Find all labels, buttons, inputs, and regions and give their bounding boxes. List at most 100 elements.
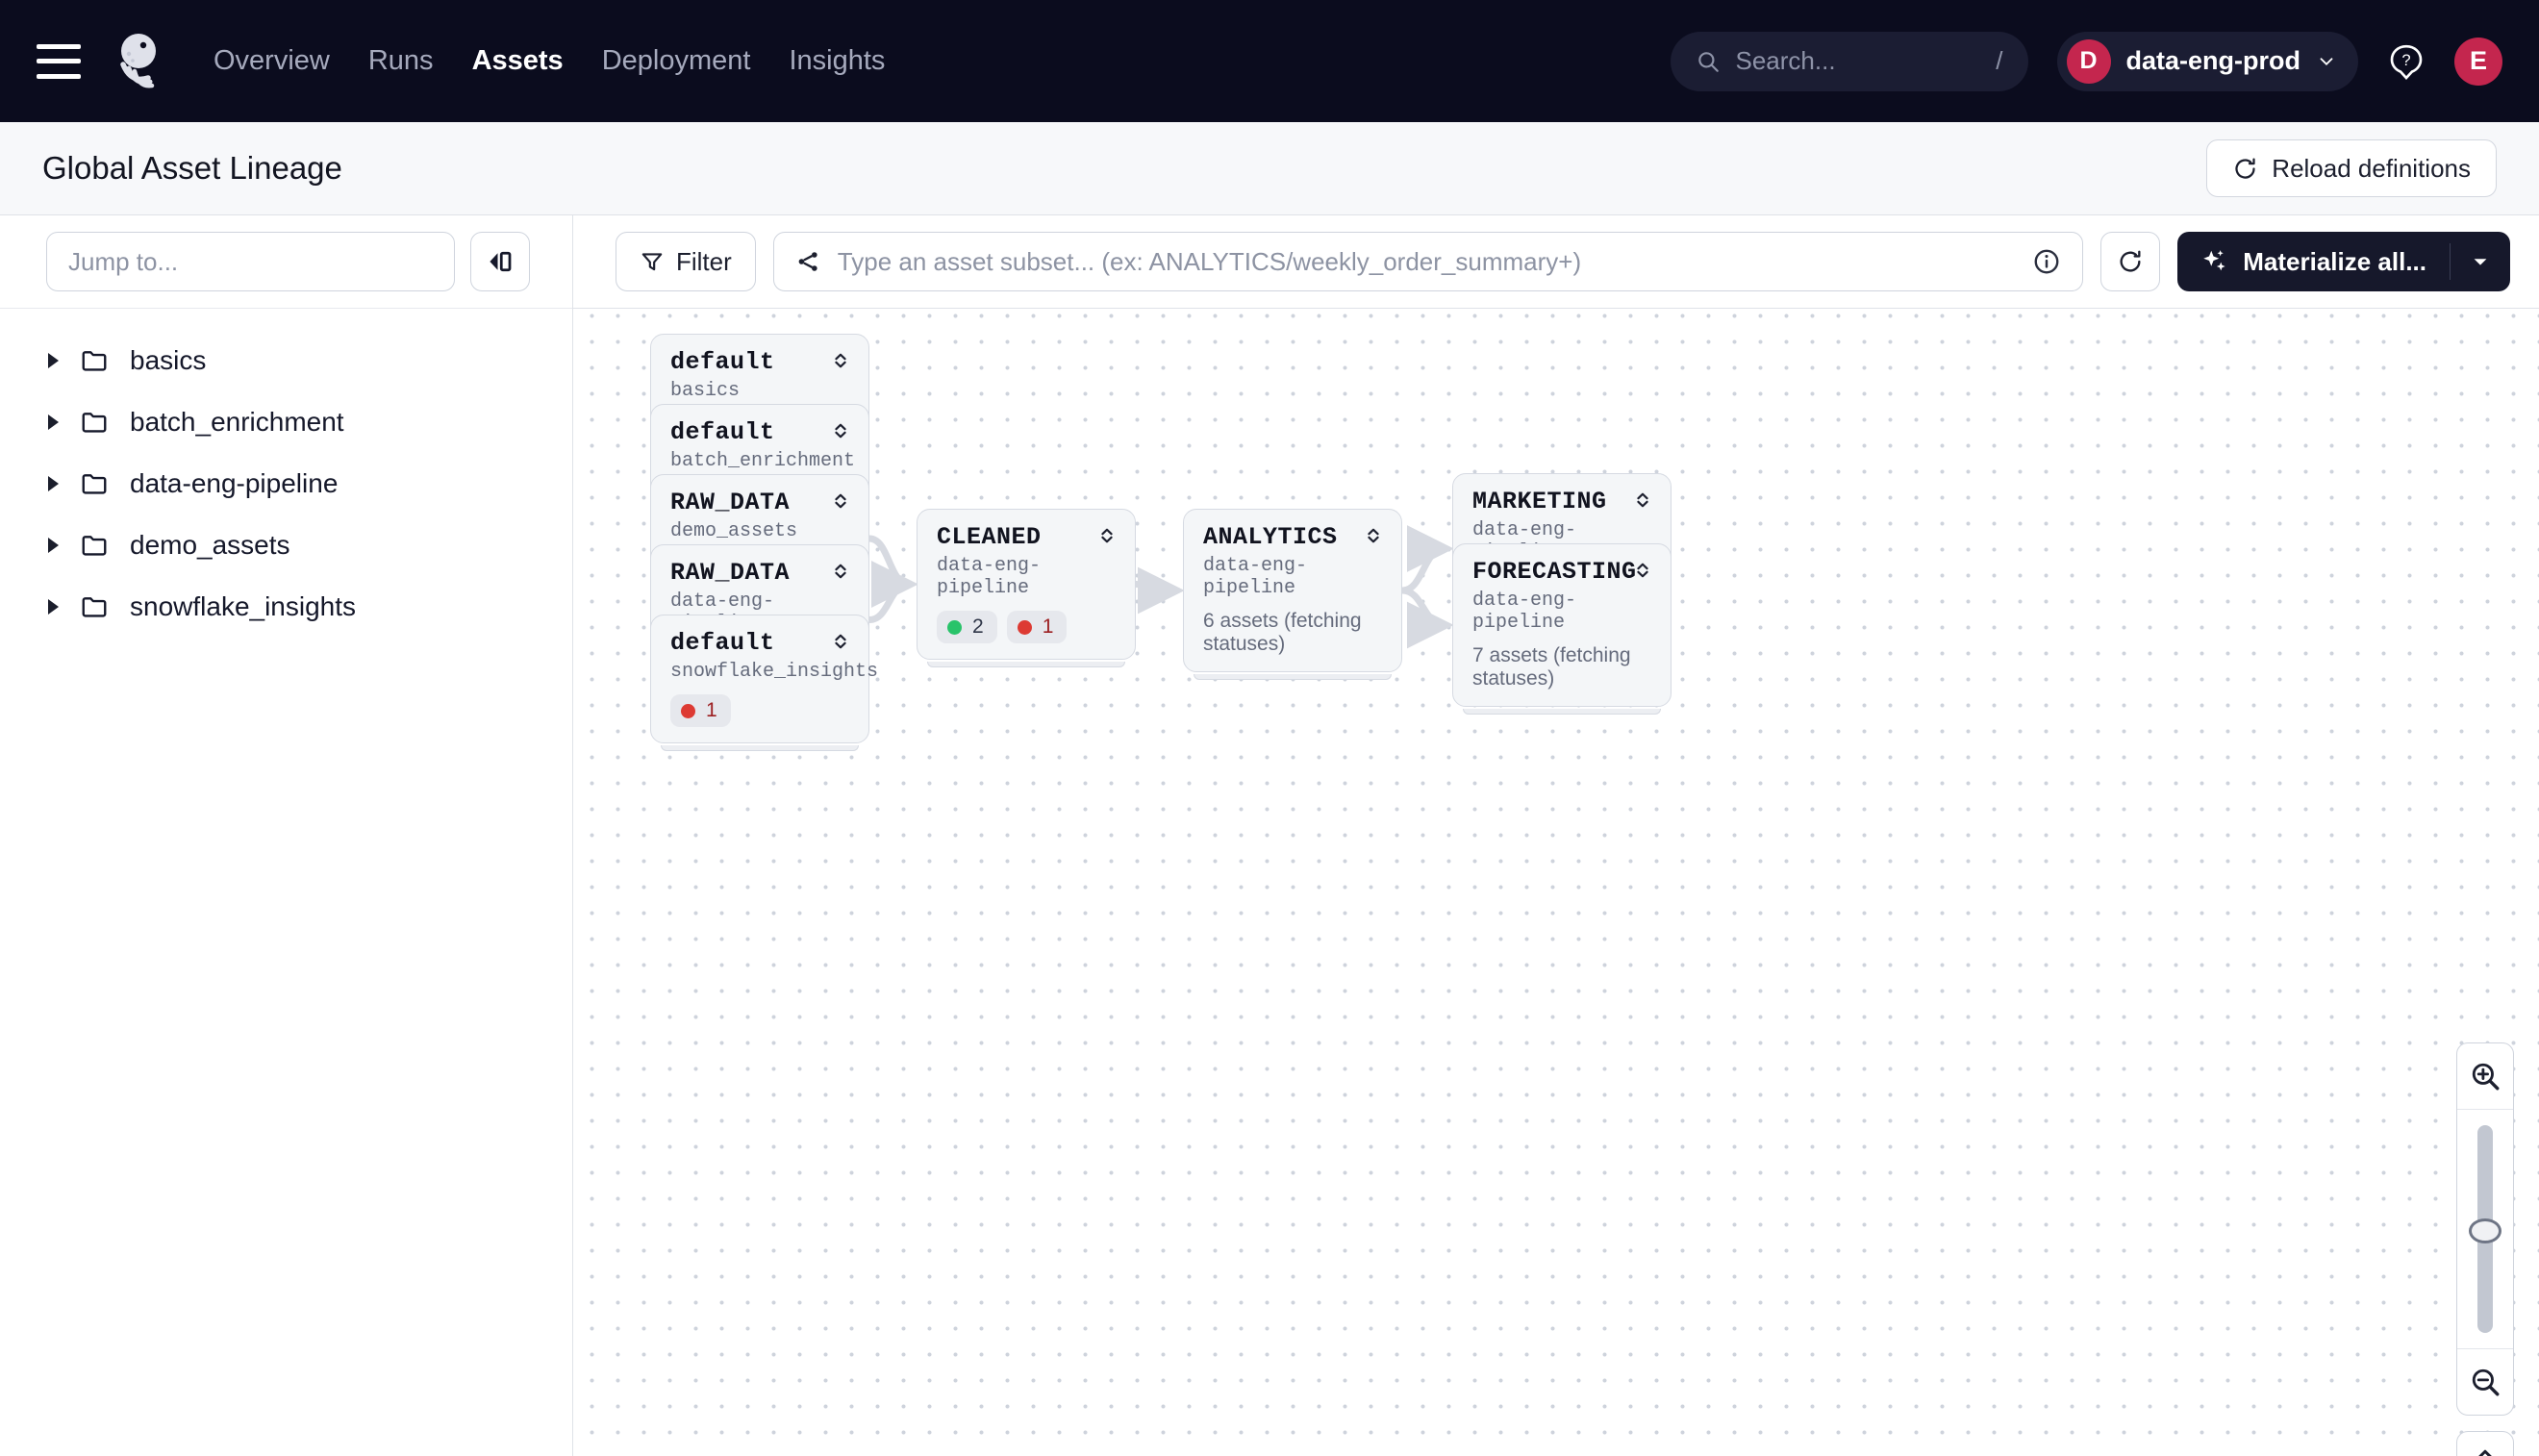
collapse-sidebar-button[interactable]: [470, 232, 530, 291]
user-avatar[interactable]: E: [2454, 37, 2502, 86]
materialize-all-main[interactable]: Materialize all...: [2177, 247, 2450, 277]
asset-selection-icon: [798, 252, 817, 271]
node-fetching-note: 7 assets (fetching statuses): [1472, 644, 1631, 690]
expand-caret-icon[interactable]: [48, 476, 59, 491]
asset-group-node-analytics[interactable]: ANALYTICS data-eng-pipeline 6 assets (fe…: [1183, 509, 1402, 680]
node-expand-collapse-icon[interactable]: [1632, 560, 1653, 586]
jump-to-input[interactable]: Jump to...: [46, 232, 455, 291]
graph-edge: [1401, 525, 1454, 594]
collapse-panel-icon: [490, 251, 512, 272]
sidebar-item-batch_enrichment[interactable]: batch_enrichment: [0, 391, 572, 453]
node-body: ANALYTICS data-eng-pipeline 6 assets (fe…: [1184, 510, 1401, 671]
graph-edge: [1135, 566, 1185, 615]
expand-caret-icon[interactable]: [48, 599, 59, 615]
sidebar-item-label: demo_assets: [130, 530, 290, 560]
node-body: FORECASTING data-eng-pipeline 7 assets (…: [1453, 544, 1671, 706]
sidebar-item-basics[interactable]: basics: [0, 330, 572, 391]
asset-lineage-graph[interactable]: Filter Type an asset subset... (ex: ANAL…: [573, 215, 2539, 1456]
folder-icon: [82, 536, 107, 556]
asset-group-node-cleaned[interactable]: CLEANED data-eng-pipeline 2 1: [917, 509, 1136, 667]
node-expand-collapse-icon[interactable]: [1363, 525, 1384, 551]
node-title: default: [670, 418, 775, 446]
asset-subset-placeholder: Type an asset subset... (ex: ANALYTICS/w…: [837, 246, 1582, 276]
status-badge-red[interactable]: 1: [670, 694, 731, 727]
nav-link-assets[interactable]: Assets: [471, 45, 564, 76]
node-expand-collapse-icon[interactable]: [830, 561, 851, 587]
asset-group-tree: basics batch_enrichment data-eng-pipelin…: [0, 309, 572, 638]
nav-link-overview[interactable]: Overview: [214, 45, 330, 76]
nav-right-cluster: Search... / D data-eng-prod ? E: [1670, 31, 2502, 91]
status-dot-red: [681, 703, 695, 718]
materialize-options-caret[interactable]: [2450, 243, 2510, 280]
global-search-input[interactable]: Search... /: [1670, 31, 2028, 91]
materialize-all-button[interactable]: Materialize all...: [2177, 232, 2510, 291]
node-title: ANALYTICS: [1203, 523, 1338, 551]
asset-group-node-forecasting[interactable]: FORECASTING data-eng-pipeline 7 assets (…: [1452, 543, 1672, 715]
chevron-down-icon: [2474, 259, 2487, 265]
node-body: CLEANED data-eng-pipeline 2 1: [918, 510, 1135, 659]
asset-subset-input[interactable]: Type an asset subset... (ex: ANALYTICS/w…: [772, 232, 2084, 291]
node-expand-collapse-icon[interactable]: [830, 631, 851, 657]
zoom-in-icon: [2472, 1063, 2500, 1091]
nav-link-runs[interactable]: Runs: [367, 45, 434, 76]
materialize-all-label: Materialize all...: [2243, 246, 2426, 276]
sparkle-icon: [2203, 250, 2225, 271]
node-status-badges: 1: [670, 694, 849, 727]
reload-definitions-button[interactable]: Reload definitions: [2206, 139, 2497, 197]
expand-caret-icon[interactable]: [48, 414, 59, 430]
sidebar-item-label: data-eng-pipeline: [130, 468, 339, 498]
status-badge-green[interactable]: 2: [937, 611, 997, 643]
expand-collapse-all-button[interactable]: [2456, 1431, 2514, 1456]
folder-icon: [82, 597, 107, 617]
status-count: 2: [972, 615, 984, 638]
folder-icon: [82, 474, 107, 494]
refresh-graph-button[interactable]: [2100, 232, 2161, 291]
zoom-slider-thumb[interactable]: [2469, 1218, 2501, 1243]
filter-icon: [641, 253, 663, 271]
node-title: RAW_DATA: [670, 489, 791, 516]
graph-edge: [868, 535, 918, 608]
status-count: 1: [706, 699, 717, 721]
node-title: FORECASTING: [1472, 558, 1637, 586]
hamburger-menu-icon[interactable]: [37, 43, 81, 79]
node-title: default: [670, 348, 775, 376]
sidebar-item-demo_assets[interactable]: demo_assets: [0, 515, 572, 576]
graph-zoom-controls: [2456, 1042, 2514, 1456]
sidebar-item-data-eng-pipeline[interactable]: data-eng-pipeline: [0, 453, 572, 515]
sidebar-item-snowflake_insights[interactable]: snowflake_insights: [0, 576, 572, 638]
node-expand-collapse-icon[interactable]: [1096, 525, 1118, 551]
status-dot-red: [1017, 619, 1032, 635]
folder-icon: [82, 351, 107, 371]
node-expand-collapse-icon[interactable]: [830, 490, 851, 516]
node-code-location: data-eng-pipeline: [937, 555, 1042, 599]
jump-to-placeholder: Jump to...: [68, 246, 179, 276]
expand-collapse-icon: [2478, 1449, 2492, 1456]
node-code-location: basics: [670, 380, 741, 402]
info-circle-icon[interactable]: [2032, 247, 2061, 276]
search-icon: [1697, 51, 1719, 72]
search-placeholder: Search...: [1735, 46, 1836, 75]
help-question-icon[interactable]: ?: [2387, 42, 2426, 81]
dagster-logo[interactable]: [110, 30, 173, 93]
deployment-initial-badge: D: [2066, 38, 2111, 84]
chevron-down-icon: [2320, 57, 2333, 65]
node-expand-collapse-icon[interactable]: [830, 350, 851, 376]
graph-edge: [1401, 587, 1454, 649]
nav-link-deployment[interactable]: Deployment: [601, 45, 751, 76]
zoom-out-button[interactable]: [2457, 1349, 2513, 1415]
node-expand-collapse-icon[interactable]: [1632, 490, 1653, 515]
status-dot-green: [947, 619, 962, 635]
node-code-location: snowflake_insights: [670, 661, 879, 683]
zoom-slider[interactable]: [2457, 1109, 2513, 1349]
deployment-switcher[interactable]: D data-eng-prod: [2056, 31, 2358, 91]
expand-caret-icon[interactable]: [48, 538, 59, 553]
node-expand-collapse-icon[interactable]: [830, 420, 851, 446]
node-code-location: data-eng-pipeline: [1472, 590, 1577, 634]
status-badge-red[interactable]: 1: [1006, 611, 1068, 643]
zoom-in-button[interactable]: [2457, 1043, 2513, 1109]
filter-button[interactable]: Filter: [616, 232, 756, 291]
expand-caret-icon[interactable]: [48, 353, 59, 368]
svg-text:?: ?: [2401, 51, 2410, 69]
asset-group-node-snowflake[interactable]: default snowflake_insights 1: [650, 615, 879, 751]
nav-link-insights[interactable]: Insights: [789, 45, 886, 76]
